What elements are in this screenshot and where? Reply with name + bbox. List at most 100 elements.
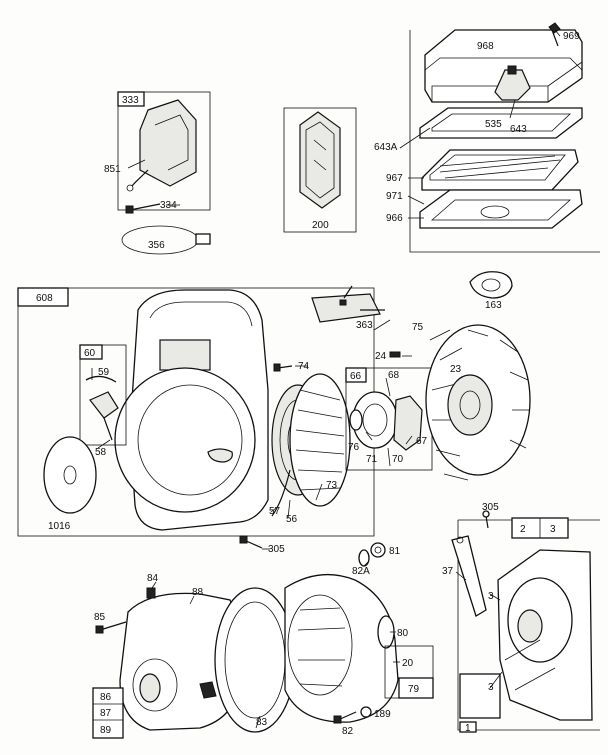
callout-2: 2 bbox=[520, 524, 526, 535]
leader-lines bbox=[91, 29, 561, 729]
callout-68: 68 bbox=[388, 370, 400, 381]
callout-60: 60 bbox=[84, 348, 96, 359]
callout-82A: 82A bbox=[352, 566, 370, 577]
callout-66: 66 bbox=[350, 371, 362, 382]
callout-356: 356 bbox=[148, 240, 165, 251]
screw-334 bbox=[125, 203, 161, 214]
air-cleaner-frame bbox=[409, 30, 600, 253]
air-filter-element bbox=[421, 149, 579, 191]
gasket-163 bbox=[469, 271, 513, 299]
callout-968: 968 bbox=[477, 41, 494, 52]
screw-305-right bbox=[482, 510, 490, 529]
callout-3-box: 3 bbox=[550, 524, 556, 535]
air-cleaner-cover bbox=[424, 29, 583, 103]
callout-163: 163 bbox=[485, 300, 502, 311]
callout-56: 56 bbox=[286, 514, 298, 525]
callout-67: 67 bbox=[416, 436, 428, 447]
callout-334: 334 bbox=[160, 200, 177, 211]
nut-81 bbox=[370, 542, 386, 558]
plug-84 bbox=[146, 587, 156, 599]
callout-971: 971 bbox=[386, 191, 403, 202]
washer-82A bbox=[358, 549, 370, 567]
box-3-lower bbox=[459, 673, 501, 719]
callout-1: 1 bbox=[465, 723, 471, 734]
callout-74: 74 bbox=[298, 361, 310, 372]
washer-1016 bbox=[43, 436, 97, 514]
nut-189 bbox=[360, 706, 372, 718]
air-filter-gasket bbox=[419, 107, 583, 139]
ignition-armature bbox=[126, 99, 197, 192]
gasket-83 bbox=[214, 587, 296, 733]
callout-80: 80 bbox=[397, 628, 409, 639]
callout-189: 189 bbox=[374, 709, 391, 720]
screw-82 bbox=[333, 711, 357, 724]
callout-70: 70 bbox=[392, 454, 404, 465]
cylinder-20 bbox=[284, 574, 399, 723]
cable-57 bbox=[271, 469, 291, 517]
callout-85: 85 bbox=[94, 612, 106, 623]
blower-housing-label-tab bbox=[17, 287, 69, 307]
callout-labels: 969 968 535 643 643A 967 971 966 163 333… bbox=[36, 31, 580, 737]
box-86-87-89 bbox=[92, 687, 124, 739]
callout-81: 81 bbox=[389, 546, 401, 557]
callout-75: 75 bbox=[412, 322, 424, 333]
callout-58: 58 bbox=[95, 447, 107, 458]
part-363 bbox=[311, 285, 385, 323]
callout-57: 57 bbox=[269, 506, 281, 517]
callout-643: 643 bbox=[510, 124, 527, 135]
callout-333: 333 bbox=[122, 95, 139, 106]
callout-82: 82 bbox=[342, 726, 354, 737]
key-24 bbox=[389, 351, 401, 358]
callout-1016: 1016 bbox=[48, 521, 71, 532]
callout-76: 76 bbox=[348, 442, 360, 453]
starter-clutch-label-tab bbox=[345, 367, 367, 383]
callout-967: 967 bbox=[386, 173, 403, 184]
callout-363: 363 bbox=[356, 320, 373, 331]
screw-85 bbox=[95, 621, 127, 634]
blower-housing bbox=[114, 289, 269, 531]
screw-969 bbox=[548, 22, 561, 47]
callout-59: 59 bbox=[98, 367, 110, 378]
crankcase-cover-88 bbox=[119, 592, 244, 731]
screw-74 bbox=[273, 363, 293, 372]
callout-73: 73 bbox=[326, 480, 338, 491]
callout-305-right: 305 bbox=[482, 502, 499, 513]
air-cleaner-knob bbox=[494, 65, 531, 101]
callout-23: 23 bbox=[450, 364, 462, 375]
callout-71: 71 bbox=[366, 454, 378, 465]
part-200 bbox=[299, 111, 341, 209]
callout-3-lower: 3 bbox=[488, 682, 494, 693]
callout-966: 966 bbox=[386, 213, 403, 224]
callout-200: 200 bbox=[312, 220, 329, 231]
callout-643A: 643A bbox=[374, 142, 398, 153]
link-37 bbox=[451, 535, 487, 617]
starter-clutch bbox=[349, 391, 423, 451]
callout-969: 969 bbox=[563, 31, 580, 42]
callout-88: 88 bbox=[192, 587, 204, 598]
callout-86: 86 bbox=[100, 692, 112, 703]
box-200 bbox=[283, 107, 357, 233]
starter-rope-box-60 bbox=[79, 344, 127, 446]
ground-wire-356 bbox=[121, 225, 211, 255]
callout-851: 851 bbox=[104, 164, 121, 175]
armature-box bbox=[117, 91, 211, 211]
rotating-screen bbox=[289, 373, 351, 507]
callout-87: 87 bbox=[100, 708, 112, 719]
air-filter-base bbox=[419, 189, 583, 229]
callout-3-upper: 3 bbox=[488, 591, 494, 602]
screw-305-lower bbox=[239, 535, 263, 549]
callout-608: 608 bbox=[36, 293, 53, 304]
callout-89: 89 bbox=[100, 725, 112, 736]
callout-83: 83 bbox=[256, 717, 268, 728]
callout-535: 535 bbox=[485, 119, 502, 130]
armature-box-label-tab bbox=[117, 91, 145, 107]
callout-79: 79 bbox=[408, 684, 420, 695]
callout-20: 20 bbox=[402, 658, 414, 669]
box-79 bbox=[398, 677, 434, 699]
box-1 bbox=[459, 721, 477, 733]
cylinder-block bbox=[497, 549, 593, 721]
callout-84: 84 bbox=[147, 573, 159, 584]
callout-37: 37 bbox=[442, 566, 454, 577]
